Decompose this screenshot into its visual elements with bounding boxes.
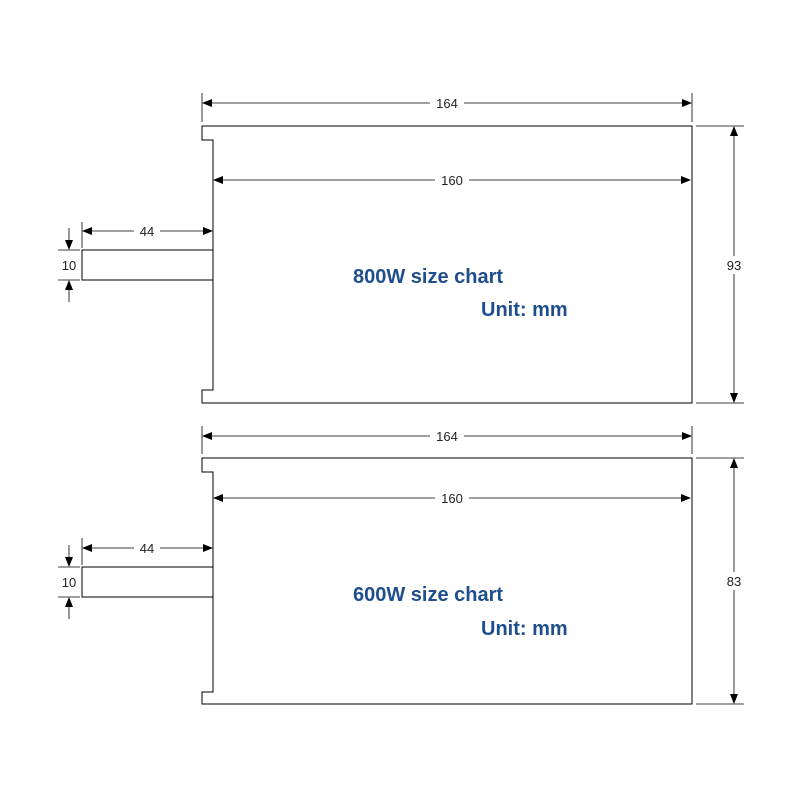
chart-800w: 164 160 93 44 10 800W size chart Unit: m…: [58, 93, 748, 404]
label-bg: [720, 572, 748, 590]
unit-label: Unit: mm: [481, 618, 568, 640]
tab-length-label: 44: [140, 224, 154, 239]
overall-width-label: 164: [436, 96, 458, 111]
overall-width-label: 164: [436, 429, 458, 444]
body-outline: [201, 457, 693, 705]
height-label: 83: [727, 574, 741, 589]
inner-width-label: 160: [441, 491, 463, 506]
tab-length-label: 44: [140, 541, 154, 556]
inner-width-label: 160: [441, 173, 463, 188]
chart-title: 800W size chart: [353, 266, 503, 288]
tab-outline: [81, 566, 213, 598]
label-bg: [430, 94, 464, 112]
label-bg: [134, 222, 160, 240]
label-bg: [430, 427, 464, 445]
chart-600w: 164 160 83 44 10 600W size chart Unit: m…: [58, 426, 748, 705]
height-label: 93: [727, 258, 741, 273]
label-bg: [435, 171, 469, 189]
chart-title: 600W size chart: [353, 584, 503, 606]
body-outline: [201, 125, 693, 404]
tab-height-label: 10: [62, 258, 76, 273]
label-bg: [435, 489, 469, 507]
unit-label: Unit: mm: [481, 299, 568, 321]
tab-outline: [81, 249, 213, 281]
label-bg: [134, 539, 160, 557]
tab-height-label: 10: [62, 575, 76, 590]
label-bg: [720, 256, 748, 274]
